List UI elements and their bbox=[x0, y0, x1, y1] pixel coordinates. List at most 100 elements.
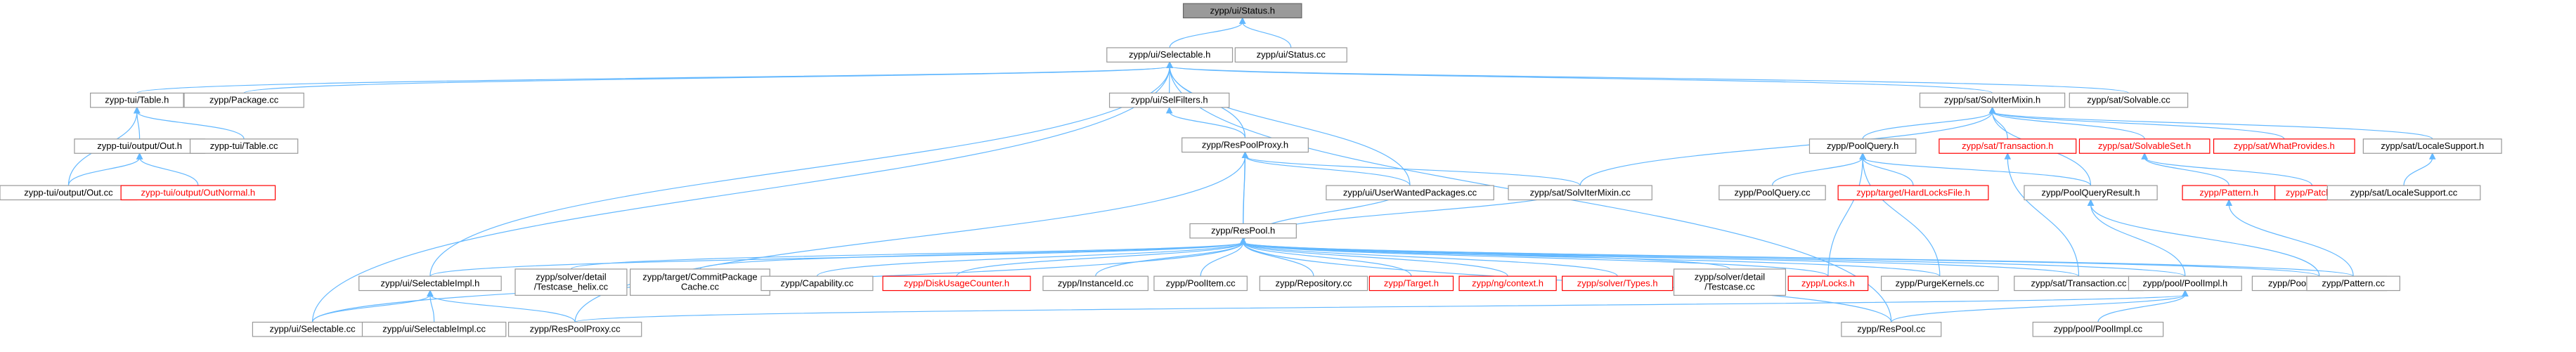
node-selectableimpl-cc[interactable]: zypp/ui/SelectableImpl.cc bbox=[361, 321, 507, 337]
node-box bbox=[2128, 275, 2242, 292]
edge-status_cc-to-root bbox=[1238, 17, 1292, 48]
node-ngcontext-h[interactable]: zypp/ng/context.h bbox=[1458, 275, 1557, 292]
edge-line bbox=[1243, 242, 2354, 277]
node-respoolproxy-h[interactable]: zypp/ResPoolProxy.h bbox=[1182, 137, 1309, 153]
edge-testcase_helix_cc-to-respool_h bbox=[570, 237, 1247, 270]
node-solvertypes-h[interactable]: zypp/solver/Types.h bbox=[1562, 275, 1674, 292]
node-respool-cc[interactable]: zypp/ResPool.cc bbox=[1841, 321, 1942, 337]
edge-repository_cc-to-respool_h bbox=[1239, 237, 1314, 277]
edge-line bbox=[1243, 242, 1829, 277]
edge-pattern_cc-to-respool_h bbox=[1239, 237, 2354, 277]
edge-line bbox=[1827, 157, 1863, 277]
node-box bbox=[1939, 138, 2077, 154]
edge-solvable_cc-to-selectable_h bbox=[1166, 61, 2130, 94]
edge-line bbox=[1243, 242, 1941, 277]
node-purgekernels-cc[interactable]: zypp/PurgeKernels.cc bbox=[1881, 275, 1999, 292]
node-status-cc[interactable]: zypp/ui/Status.cc bbox=[1234, 47, 1347, 63]
edge-arrowhead bbox=[2182, 289, 2189, 297]
node-solvableset-h[interactable]: zypp/sat/SolvableSet.h bbox=[2078, 138, 2211, 154]
node-localesupport-h[interactable]: zypp/sat/LocaleSupport.h bbox=[2362, 138, 2502, 154]
node-label: zypp/sat/Solvable.cc bbox=[2087, 95, 2170, 105]
node-box bbox=[1808, 138, 1917, 154]
node-poolitem-cc[interactable]: zypp/PoolItem.cc bbox=[1153, 275, 1248, 292]
edge-line bbox=[2090, 204, 2186, 277]
edge-locks_h-to-poolquery_h bbox=[1827, 152, 1866, 277]
node-userwanted-cc[interactable]: zypp/ui/UserWantedPackages.cc bbox=[1326, 185, 1494, 201]
node-whatprovides-h[interactable]: zypp/sat/WhatProvides.h bbox=[2213, 138, 2355, 154]
node-solvermixin-h[interactable]: zypp/sat/SolvIterMixin.h bbox=[1919, 92, 2066, 108]
node-selectable-cc[interactable]: zypp/ui/Selectable.cc bbox=[252, 321, 373, 337]
node-selectableimpl-h[interactable]: zypp/ui/SelectableImpl.h bbox=[358, 275, 502, 292]
edge-respoolproxy_cc-to-selectableimpl_h bbox=[427, 289, 576, 322]
node-poolqueryresult-h[interactable]: zypp/PoolQueryResult.h bbox=[2024, 185, 2158, 201]
edge-arrowhead bbox=[1238, 17, 1246, 24]
edge-line bbox=[1862, 157, 1941, 277]
node-pattern-cc[interactable]: zypp/Pattern.cc bbox=[2306, 275, 2400, 292]
node-target-h[interactable]: zypp/Target.h bbox=[1368, 275, 1454, 292]
node-respoolproxy-cc[interactable]: zypp/ResPoolProxy.cc bbox=[507, 321, 642, 337]
edge-line bbox=[311, 294, 431, 322]
node-transaction-h[interactable]: zypp/sat/Transaction.h bbox=[1939, 138, 2077, 154]
node-pattern-h[interactable]: zypp/Pattern.h bbox=[2182, 185, 2277, 201]
edge-userwanted_cc-to-respoolproxy_h bbox=[1241, 151, 1411, 186]
node-localesupport-cc[interactable]: zypp/sat/LocaleSupport.cc bbox=[2326, 185, 2481, 201]
node-out-h[interactable]: zypp-tui/output/Out.h bbox=[74, 138, 205, 154]
node-repository-cc[interactable]: zypp/Repository.cc bbox=[1259, 275, 1368, 292]
edge-line bbox=[136, 111, 141, 139]
node-box bbox=[630, 268, 770, 296]
node-selfilters-h[interactable]: zypp/ui/SelFilters.h bbox=[1108, 92, 1230, 108]
edge-line bbox=[1244, 155, 1411, 186]
node-testcase-cc[interactable]: zypp/solver/detail/Testcase.cc bbox=[1673, 268, 1787, 296]
node-label: zypp/sat/LocaleSupport.cc bbox=[2350, 187, 2458, 197]
node-outnormal-h[interactable]: zypp-tui/output/OutNormal.h bbox=[120, 185, 276, 201]
edge-outnormal_h-to-out_h bbox=[136, 152, 199, 186]
node-testcase-helix-cc[interactable]: zypp/solver/detail/Testcase_helix.cc bbox=[514, 268, 628, 296]
node-table-cc[interactable]: zypp-tui/Table.cc bbox=[189, 138, 299, 154]
edge-localesupport_cc-to-localesupport_h bbox=[2403, 152, 2436, 186]
edge-pattern_cc-to-pattern_h bbox=[2225, 199, 2354, 277]
node-locks-h[interactable]: zypp/Locks.h bbox=[1787, 275, 1869, 292]
edge-target_h-to-respool_h bbox=[1239, 237, 1412, 277]
node-label: zypp/ui/UserWantedPackages.cc bbox=[1343, 187, 1477, 197]
node-label: zypp/sat/Transaction.h bbox=[1962, 141, 2053, 151]
node-respool-h[interactable]: zypp/ResPool.h bbox=[1189, 223, 1297, 239]
node-capability-cc[interactable]: zypp/Capability.cc bbox=[760, 275, 874, 292]
node-hardlocks-h[interactable]: zypp/target/HardLocksFile.h bbox=[1837, 185, 1989, 201]
edge-line bbox=[570, 242, 1244, 270]
node-sattransaction-cc[interactable]: zypp/sat/Transaction.cc bbox=[2014, 275, 2144, 292]
edge-line bbox=[1169, 22, 1243, 48]
edge-arrowhead bbox=[427, 289, 434, 297]
node-solvitermixin-cc[interactable]: zypp/sat/SolvIterMixin.cc bbox=[1508, 185, 1652, 201]
node-tui-table-h[interactable]: zypp-tui/Table.h bbox=[90, 92, 184, 108]
edge-line bbox=[1243, 242, 1314, 277]
edge-arrowhead bbox=[1166, 61, 1173, 68]
node-poolquery-cc[interactable]: zypp/PoolQuery.cc bbox=[1719, 185, 1826, 201]
node-package-cc[interactable]: zypp/Package.cc bbox=[183, 92, 304, 108]
node-selectable-h[interactable]: zypp/ui/Selectable.h bbox=[1106, 47, 1234, 63]
edge-line bbox=[2097, 294, 2186, 322]
node-root[interactable]: zypp/ui/Status.h bbox=[1182, 3, 1302, 19]
edge-line bbox=[1169, 111, 1246, 138]
node-out-cc[interactable]: zypp-tui/output/Out.cc bbox=[0, 185, 138, 201]
node-label: zypp/ui/SelectableImpl.cc bbox=[382, 324, 486, 334]
edge-line bbox=[67, 157, 141, 186]
node-box bbox=[1189, 223, 1297, 239]
edge-line bbox=[1891, 294, 2186, 323]
node-label: zypp-tui/output/OutNormal.h bbox=[141, 187, 256, 197]
node-instanceid-cc[interactable]: zypp/InstanceId.cc bbox=[1042, 275, 1149, 292]
node-box bbox=[507, 321, 642, 337]
edge-solvermixin_h-to-selectable_h bbox=[1166, 61, 1993, 94]
node-box bbox=[2326, 185, 2481, 201]
node-poolquery-h[interactable]: zypp/PoolQuery.h bbox=[1808, 138, 1917, 154]
node-box bbox=[1368, 275, 1454, 292]
node-label: zypp/sat/Transaction.cc bbox=[2031, 278, 2127, 288]
node-label: zypp/ResPoolProxy.h bbox=[1202, 139, 1288, 150]
node-solvable-cc[interactable]: zypp/sat/Solvable.cc bbox=[2069, 92, 2189, 108]
node-poolimpl-cc[interactable]: zypp/pool/PoolImpl.cc bbox=[2032, 321, 2164, 337]
node-diskusage-h[interactable]: zypp/DiskUsageCounter.h bbox=[882, 275, 1031, 292]
node-label: zypp/ResPool.cc bbox=[1857, 324, 1925, 334]
node-poolimpl-h[interactable]: zypp/pool/PoolImpl.h bbox=[2128, 275, 2242, 292]
node-label: zypp/ui/SelectableImpl.h bbox=[380, 278, 479, 288]
node-box bbox=[1234, 47, 1347, 63]
